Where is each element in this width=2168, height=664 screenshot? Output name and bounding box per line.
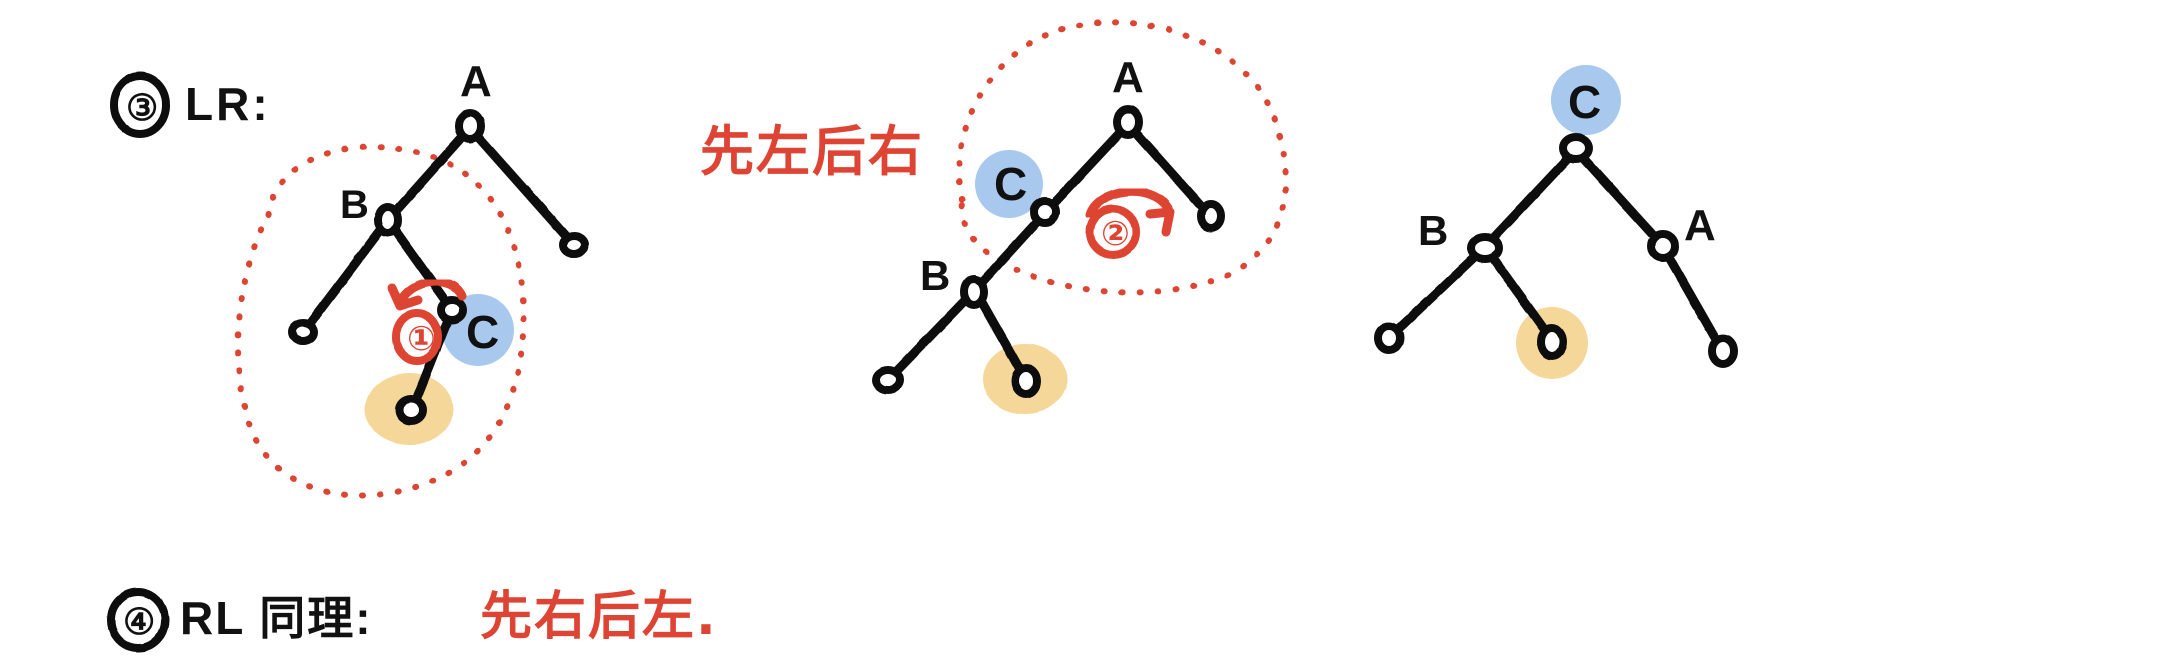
- rotation-marker-1: ①: [387, 277, 467, 365]
- node-b: [374, 203, 402, 237]
- label-c-tree3: C: [1568, 76, 1601, 128]
- annotations: ③ LR: 先左后右 ④ RL 同理: 先右后左.: [107, 72, 924, 652]
- edge-c-a-3: [1571, 145, 1667, 250]
- blue-highlight-tree3: [1551, 65, 1621, 135]
- tree1-nodes: [288, 109, 589, 425]
- item3-label: LR:: [185, 78, 271, 130]
- step-number-1: ①: [407, 319, 436, 359]
- step-number-2: ②: [1101, 214, 1130, 254]
- edge-c-yellow: [407, 305, 457, 415]
- item4-annotation: 先右后左.: [480, 587, 718, 647]
- node-b-right-yellow-3: [1537, 324, 1567, 360]
- blue-highlight-tree2: [975, 150, 1043, 218]
- item3-marker-number: ③: [126, 87, 158, 128]
- highlight-blobs: [365, 65, 1621, 445]
- rotation-arrowhead-2: [1145, 207, 1175, 237]
- node-a: [455, 109, 485, 143]
- node-c: [437, 296, 467, 324]
- tree-before: A B C ①: [288, 57, 589, 425]
- rotation-marker-2: ②: [1085, 186, 1175, 259]
- edge-b-leftleaf: [300, 215, 393, 335]
- edge-b-leftleaf-3: [1385, 242, 1490, 342]
- tree3-edges: [1385, 145, 1727, 355]
- edge-a-rightleaf: [465, 123, 577, 248]
- label-c-tree2: C: [994, 158, 1027, 210]
- edge-b-yellow-2: [970, 285, 1031, 385]
- edge-b-c: [383, 215, 457, 315]
- tree-middle: A B C ②: [872, 53, 1225, 398]
- node-b-3: [1467, 233, 1503, 263]
- tree3-nodes: [1374, 133, 1738, 368]
- edge-b-yellow-3: [1480, 242, 1557, 345]
- tree2-edges: [885, 119, 1214, 385]
- edge-c-b-2: [970, 207, 1051, 295]
- item3-circle: [110, 72, 170, 138]
- tree-after: C B A: [1374, 76, 1738, 368]
- label-b-tree2: B: [920, 252, 950, 299]
- step-circle-1: [392, 309, 442, 365]
- edge-b-leftleaf-2: [885, 285, 980, 383]
- step-circle-2: [1086, 205, 1140, 259]
- tree1-edges: [300, 123, 577, 415]
- label-b-tree1: B: [340, 183, 369, 227]
- node-c-3: [1559, 133, 1593, 163]
- edge-a-rightleaf-3: [1657, 240, 1727, 355]
- node-b-right-yellow-2: [1011, 364, 1041, 398]
- node-a-right-leaf-2: [1197, 200, 1225, 232]
- item4-marker-number: ④: [123, 601, 155, 642]
- node-a-3: [1647, 230, 1679, 262]
- scope-outline-tree2: [956, 19, 1289, 296]
- edge-a-c-2: [1041, 119, 1133, 217]
- node-a-2: [1113, 105, 1143, 139]
- rotation-arrow-1: [395, 277, 467, 307]
- rotation-scope-outlines: [235, 19, 1289, 499]
- item4-label: RL 同理:: [180, 592, 373, 644]
- edge-a-b: [383, 123, 475, 225]
- label-a-tree3: A: [1684, 201, 1716, 250]
- scope-outline-tree1: [235, 144, 527, 499]
- item4-circle: [107, 588, 169, 652]
- label-b-tree3: B: [1418, 207, 1448, 254]
- rotation-arrowhead-1: [387, 283, 423, 311]
- node-b-left-leaf: [288, 319, 318, 345]
- label-a-tree1: A: [460, 57, 492, 106]
- label-a-tree2: A: [1112, 53, 1144, 102]
- label-c-tree1: C: [466, 306, 499, 358]
- node-c-child: [395, 395, 427, 425]
- node-a-right-leaf-3: [1708, 334, 1738, 368]
- node-b-left-leaf-2: [872, 366, 904, 394]
- edge-c-b-3: [1480, 145, 1581, 252]
- node-a-right-leaf: [559, 232, 589, 258]
- node-b-2: [960, 275, 988, 309]
- node-c-2: [1030, 197, 1060, 227]
- node-b-left-leaf-3: [1374, 322, 1404, 354]
- tree2-nodes: [872, 105, 1225, 398]
- rotation-arrow-2: [1085, 186, 1173, 220]
- edge-a-rightleaf-2: [1123, 119, 1214, 220]
- middle-annotation: 先左后右: [700, 120, 924, 183]
